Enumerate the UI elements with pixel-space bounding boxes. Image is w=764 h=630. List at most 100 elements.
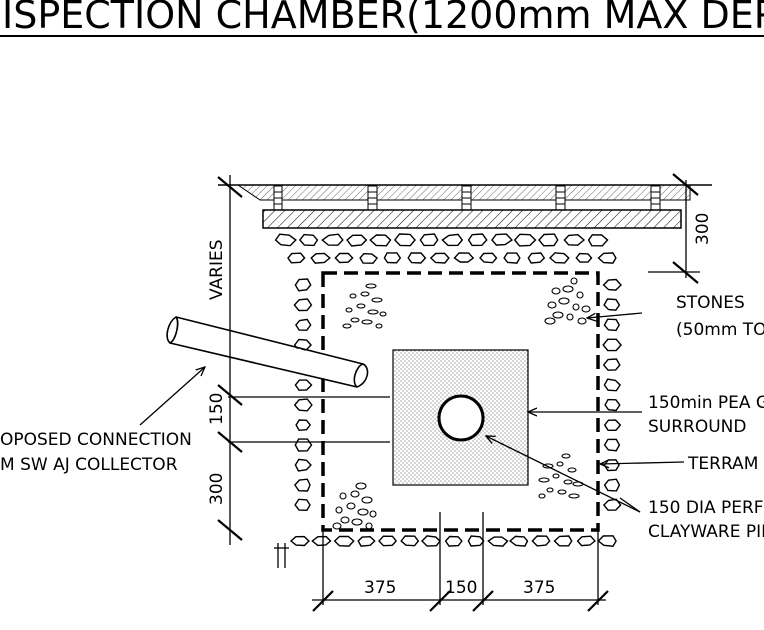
drawing-title: ISPECTION CHAMBER(1200mm MAX DEPTH bbox=[2, 0, 764, 37]
pebble bbox=[552, 473, 560, 479]
stone bbox=[293, 298, 313, 312]
stone-fill-sides bbox=[289, 278, 622, 547]
stone bbox=[419, 233, 439, 247]
pebble bbox=[335, 506, 343, 514]
pebble bbox=[572, 303, 580, 311]
pebble bbox=[340, 516, 350, 524]
dimension-top-300 bbox=[648, 173, 700, 284]
pebble bbox=[570, 277, 578, 285]
pebble bbox=[339, 492, 347, 500]
pebble bbox=[552, 311, 564, 319]
stone bbox=[393, 233, 416, 247]
dim-top-300-label: 300 bbox=[693, 213, 713, 245]
stone bbox=[294, 278, 312, 292]
stone bbox=[429, 252, 450, 264]
stone bbox=[603, 459, 620, 472]
stone bbox=[538, 233, 559, 247]
pebble bbox=[542, 463, 554, 469]
stone bbox=[357, 535, 376, 547]
pebble bbox=[332, 522, 342, 530]
pebble bbox=[568, 493, 580, 499]
stone bbox=[491, 233, 513, 246]
stone bbox=[294, 478, 311, 492]
stone bbox=[503, 252, 521, 264]
stone bbox=[294, 379, 313, 391]
dim-bottom-375-right-label: 375 bbox=[523, 578, 555, 598]
stone bbox=[487, 536, 509, 547]
pebble bbox=[360, 291, 370, 297]
pebble bbox=[367, 309, 379, 315]
dimension-bottom-chain bbox=[312, 512, 609, 612]
stone bbox=[587, 234, 609, 247]
stone bbox=[294, 438, 313, 452]
stone bbox=[311, 535, 332, 547]
pebble bbox=[547, 301, 557, 309]
stone bbox=[527, 252, 546, 264]
label-pipe-line2: CLAYWARE PIP bbox=[648, 522, 764, 542]
stone bbox=[597, 535, 617, 547]
pebble bbox=[349, 293, 357, 299]
stone bbox=[603, 298, 621, 311]
pebble-clusters bbox=[332, 277, 591, 530]
stone bbox=[576, 535, 597, 547]
stone bbox=[597, 252, 617, 264]
pebble bbox=[350, 317, 360, 323]
label-stones-line2: (50mm TO bbox=[676, 320, 764, 340]
stone bbox=[604, 398, 621, 412]
pebble bbox=[544, 317, 556, 325]
label-pea-line2: SURROUND bbox=[648, 417, 747, 437]
stone bbox=[603, 318, 621, 332]
pebble bbox=[350, 490, 360, 498]
pebble bbox=[346, 502, 356, 510]
dim-300-label: 300 bbox=[207, 473, 227, 505]
stone bbox=[400, 535, 420, 547]
stone-fill-top bbox=[274, 233, 617, 264]
pebble bbox=[345, 307, 353, 313]
pebble bbox=[375, 323, 383, 329]
stone bbox=[508, 535, 529, 547]
stone bbox=[333, 535, 355, 547]
dim-150-label: 150 bbox=[207, 393, 227, 425]
stone bbox=[359, 252, 379, 264]
stone bbox=[369, 234, 392, 247]
stone bbox=[602, 338, 622, 352]
leader-lines bbox=[139, 312, 685, 513]
pebble bbox=[546, 487, 554, 493]
stone bbox=[294, 458, 312, 472]
stone bbox=[287, 252, 306, 264]
pebble bbox=[581, 305, 591, 313]
pebble bbox=[357, 508, 369, 516]
pebble bbox=[355, 482, 367, 490]
pebble bbox=[351, 518, 363, 526]
stone bbox=[603, 419, 622, 431]
pebble bbox=[557, 489, 567, 495]
stone bbox=[453, 252, 475, 263]
stone bbox=[553, 535, 573, 547]
base-marker bbox=[274, 543, 289, 568]
stone bbox=[479, 252, 498, 264]
label-pipe-line1: 150 DIA PERF bbox=[648, 498, 764, 518]
pebble bbox=[361, 496, 373, 504]
label-terram: TERRAM G bbox=[687, 454, 764, 474]
stone bbox=[602, 358, 621, 371]
stone bbox=[295, 318, 312, 331]
stone bbox=[334, 252, 354, 264]
pebble bbox=[342, 323, 352, 329]
stone bbox=[603, 378, 622, 392]
pebble bbox=[566, 313, 574, 321]
pebble bbox=[558, 297, 570, 305]
stone bbox=[603, 438, 621, 452]
pebble bbox=[561, 453, 571, 459]
pebble bbox=[365, 283, 377, 289]
pebble bbox=[361, 319, 373, 325]
pebble bbox=[538, 493, 546, 499]
stone bbox=[310, 252, 331, 264]
stone bbox=[563, 233, 586, 246]
stone bbox=[575, 252, 593, 263]
stone bbox=[421, 535, 441, 547]
pebble bbox=[365, 522, 373, 530]
stone bbox=[293, 398, 313, 412]
concrete-slab bbox=[262, 209, 682, 229]
